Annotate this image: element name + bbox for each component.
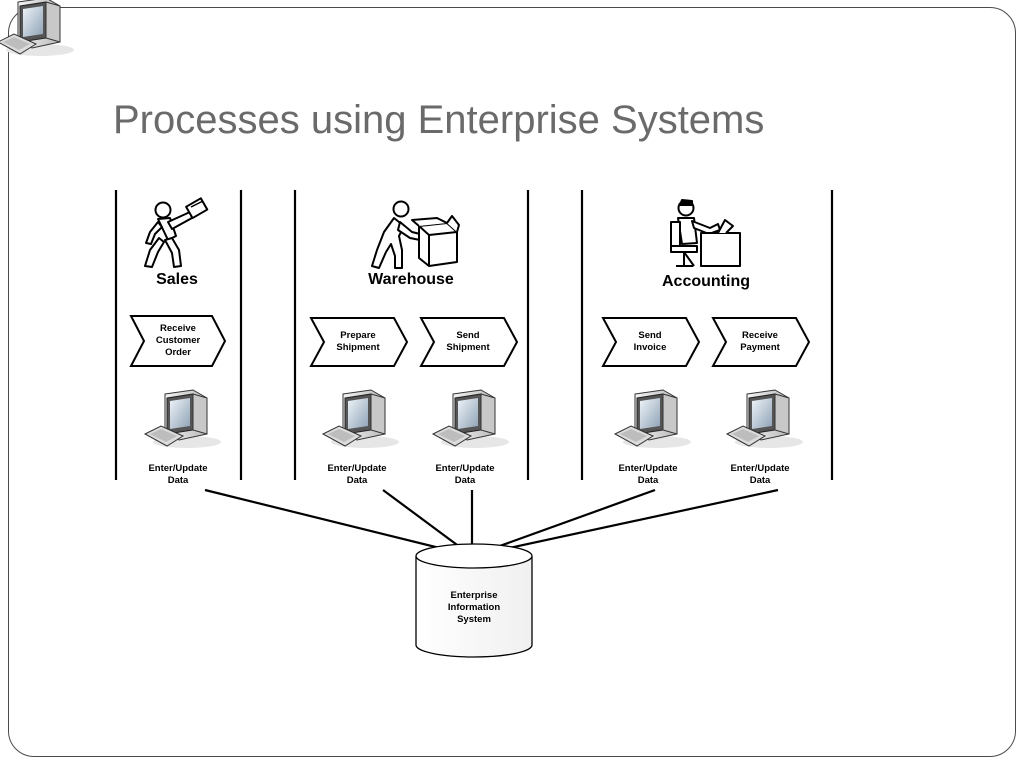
computer-icon [614,389,692,449]
caption-line: Enter/Update [730,463,789,474]
lane-label-warehouse: Warehouse [368,271,454,288]
caption-line: Data [638,475,659,486]
caption-line: Data [455,475,476,486]
step-text-line: Invoice [634,342,667,353]
process-step-receive-customer-order: Receive Customer Order [129,315,227,367]
step-text-line: Prepare [340,330,375,341]
computer-icon [322,389,400,449]
step-text-line: Order [165,347,191,358]
caption-line: Enter/Update [618,463,677,474]
caption-send-shipment: Enter/Update Data [435,463,494,486]
connector-line [471,488,779,558]
computer-icon [726,389,804,449]
database-label: Enterprise Information System [448,590,500,625]
caption-line: Enter/Update [435,463,494,474]
step-text-line: Shipment [446,342,490,353]
caption-prepare-shipment: Enter/Update Data [327,463,386,486]
caption-receive-payment: Enter/Update Data [730,463,789,486]
person-carrying-document-icon [144,197,209,268]
lane-dividers [114,190,834,480]
lane-label-sales: Sales [156,271,198,288]
database-label-line: Enterprise [451,590,498,601]
database-label-line: Information [448,602,500,613]
step-text-line: Send [456,330,479,341]
step-text-line: Send [638,330,661,341]
caption-line: Enter/Update [327,463,386,474]
computer-icon [432,389,510,449]
lane-label-accounting: Accounting [662,273,750,290]
database-label-line: System [457,614,491,625]
caption-line: Data [347,475,368,486]
caption-line: Data [750,475,771,486]
caption-send-invoice: Enter/Update Data [618,463,677,486]
step-text-line: Shipment [336,342,380,353]
computer-icon [0,0,74,56]
caption-line: Data [168,475,189,486]
database-cylinder-icon [415,543,533,658]
computer-icon [144,389,222,449]
process-step-send-invoice: Send Invoice [601,317,701,367]
process-step-prepare-shipment: Prepare Shipment [309,317,409,367]
step-text-line: Receive [160,323,196,334]
step-text-line: Receive [742,330,778,341]
connector-line [204,488,473,558]
process-step-receive-payment: Receive Payment [711,317,811,367]
person-at-desk-icon [670,199,741,267]
caption-line: Enter/Update [148,463,207,474]
process-step-send-shipment: Send Shipment [419,317,519,367]
step-text-line: Payment [740,342,780,353]
person-packing-box-icon [371,200,460,269]
slide-title: Processes using Enterprise Systems [113,98,765,142]
caption-sales: Enter/Update Data [148,463,207,486]
step-text-line: Customer [156,335,201,346]
